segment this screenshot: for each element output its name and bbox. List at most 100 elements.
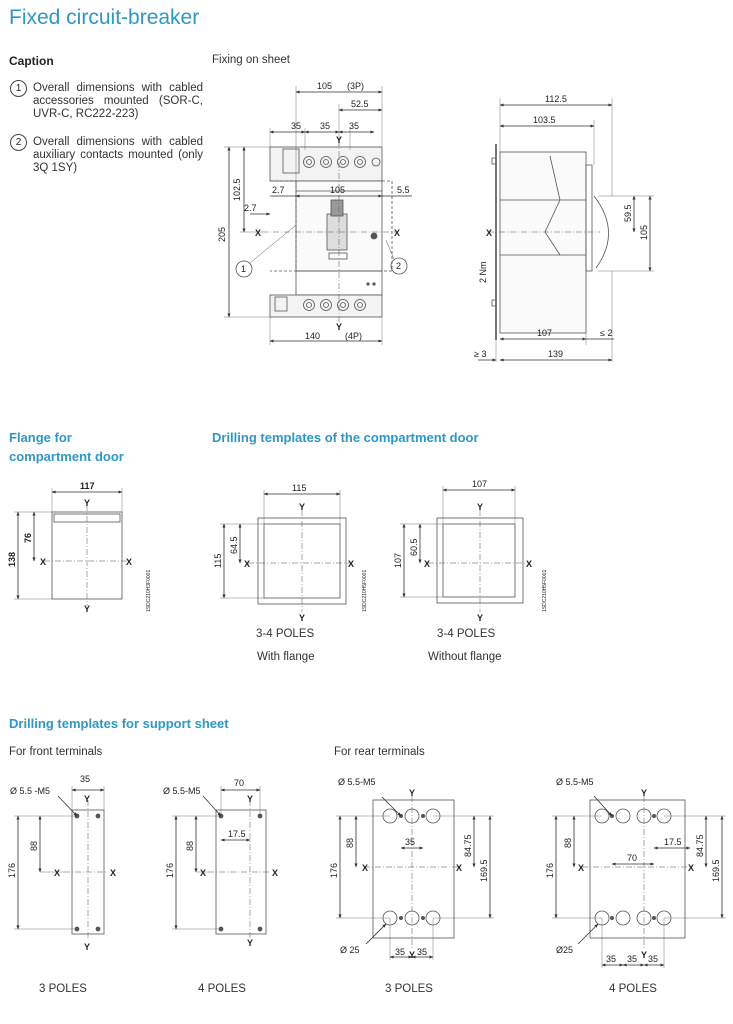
- fr-d35b: 35: [320, 121, 330, 131]
- r3-x-left: X: [362, 863, 368, 873]
- dw-y-top: Y: [299, 502, 305, 512]
- r4-y-bottom: Y: [641, 950, 647, 960]
- support-heading: Drilling templates for support sheet: [9, 716, 229, 731]
- support-rear-3-drawing: [336, 796, 494, 960]
- dw-d115h: 115: [213, 554, 223, 568]
- fr-p4: (4P): [345, 331, 362, 341]
- support-front-3-drawing: [14, 786, 108, 940]
- fl-d138: 138: [7, 552, 17, 567]
- sd-dle2: ≤ 2: [600, 328, 612, 338]
- r3-poles: 3 POLES: [385, 983, 433, 995]
- dw-d64-5: 64.5: [229, 536, 239, 554]
- f3-hole: Ø 5.5 -M5: [10, 786, 50, 796]
- fr-d2-7a: 2.7: [272, 185, 285, 195]
- r3-d35a: 35: [395, 947, 405, 957]
- flange-heading-line1: Flange for: [9, 430, 72, 445]
- dw-x-left: X: [244, 559, 250, 569]
- f4-x-right: X: [272, 868, 278, 878]
- support-front-4-drawing: [172, 786, 270, 940]
- r3-d176: 176: [329, 863, 339, 878]
- flange-heading-line2: compartment door: [9, 449, 124, 464]
- fixing-heading: Fixing on sheet: [212, 54, 290, 66]
- dw-code: 1SDC210H5F0001: [362, 570, 368, 612]
- fr-y-top: Y: [336, 135, 342, 145]
- page-title: Fixed circuit-breaker: [9, 6, 200, 29]
- sd-d103-5: 103.5: [533, 115, 556, 125]
- fr-d205: 205: [217, 227, 227, 242]
- dn-x-left: X: [424, 559, 430, 569]
- f3-x-left: X: [54, 868, 60, 878]
- f3-d35: 35: [80, 774, 90, 784]
- r4-d169-5: 169.5: [711, 859, 721, 882]
- fr-d105: 105: [317, 81, 332, 91]
- fr-x-left: X: [255, 228, 261, 238]
- door-with-label: With flange: [257, 651, 315, 663]
- fr-d2-7b: 2.7: [244, 203, 257, 213]
- f4-d17-5: 17.5: [228, 829, 246, 839]
- r4-x-left: X: [578, 863, 584, 873]
- fr-x-right: X: [394, 228, 400, 238]
- r4-d35c: 35: [648, 954, 658, 964]
- r4-d25: Ø25: [556, 945, 573, 955]
- dn-d60-5: 60.5: [409, 538, 419, 556]
- caption-number-2: 2: [10, 134, 27, 151]
- r4-poles: 4 POLES: [609, 983, 657, 995]
- flange-drawing: [14, 488, 128, 606]
- r3-d84-75: 84.75: [463, 834, 473, 857]
- r4-x-right: X: [688, 863, 694, 873]
- r4-d35a: 35: [606, 954, 616, 964]
- dn-d107h: 107: [393, 553, 403, 568]
- door-without-poles: 3-4 POLES: [437, 628, 496, 640]
- door-without-flange-drawing: [400, 486, 530, 612]
- fl-x-left: X: [40, 557, 46, 567]
- side-view-drawing: [478, 98, 654, 362]
- dn-d107w: 107: [472, 479, 487, 489]
- fl-x-right: X: [126, 557, 132, 567]
- door-heading: Drilling templates of the compartment do…: [212, 430, 479, 445]
- fl-d117: 117: [80, 481, 95, 491]
- dw-x-right: X: [348, 559, 354, 569]
- caption-number-1: 1: [10, 80, 27, 97]
- f3-y-top: Y: [84, 794, 90, 804]
- fr-callout-2: 2: [396, 261, 401, 271]
- fl-code: 1SDC210H3F0001: [146, 570, 152, 612]
- flange-heading: Flange for compartment door: [9, 428, 124, 466]
- support-rear-heading: For rear terminals: [334, 746, 425, 758]
- fl-y-bottom: Y: [84, 604, 90, 614]
- front-view-drawing: [224, 86, 412, 345]
- sd-d112-5: 112.5: [545, 94, 567, 104]
- r4-d88: 88: [563, 838, 573, 848]
- caption-text-1: Overall dimensions with cabled accessori…: [33, 82, 203, 120]
- r3-d35b: 35: [417, 947, 427, 957]
- f4-poles: 4 POLES: [198, 983, 246, 995]
- dn-code: 1SDC210H5F0001: [542, 570, 548, 612]
- dn-y-top: Y: [477, 502, 483, 512]
- fl-y-top: Y: [84, 498, 90, 508]
- r4-d70: 70: [627, 853, 637, 863]
- r4-hole: Ø 5.5-M5: [556, 777, 594, 787]
- f4-d176: 176: [165, 863, 175, 878]
- sd-d139: 139: [548, 349, 563, 359]
- r3-d88: 88: [345, 838, 355, 848]
- r3-d25: Ø 25: [340, 945, 360, 955]
- sd-x: X: [486, 228, 492, 238]
- r4-d35b: 35: [627, 954, 637, 964]
- door-with-flange-drawing: [220, 490, 352, 612]
- fr-d35a: 35: [291, 121, 301, 131]
- r3-d169-5: 169.5: [479, 859, 489, 882]
- fr-d35c: 35: [349, 121, 359, 131]
- f4-d70: 70: [234, 778, 244, 788]
- caption-text-2: Overall dimensions with cabled auxiliary…: [33, 136, 203, 174]
- r3-d35: 35: [405, 837, 415, 847]
- r3-y-bottom: Y: [409, 950, 415, 960]
- sd-d59-5: 59.5: [623, 204, 633, 222]
- f4-x-left: X: [200, 868, 206, 878]
- fr-p3: (3P): [347, 81, 364, 91]
- f4-y-bottom: Y: [247, 938, 253, 948]
- sd-dge3: ≥ 3: [474, 349, 486, 359]
- fr-d140: 140: [305, 331, 320, 341]
- fr-d105b: 105: [330, 185, 345, 195]
- door-without-label: Without flange: [428, 651, 502, 663]
- f3-x-right: X: [110, 868, 116, 878]
- f3-d176: 176: [7, 863, 17, 878]
